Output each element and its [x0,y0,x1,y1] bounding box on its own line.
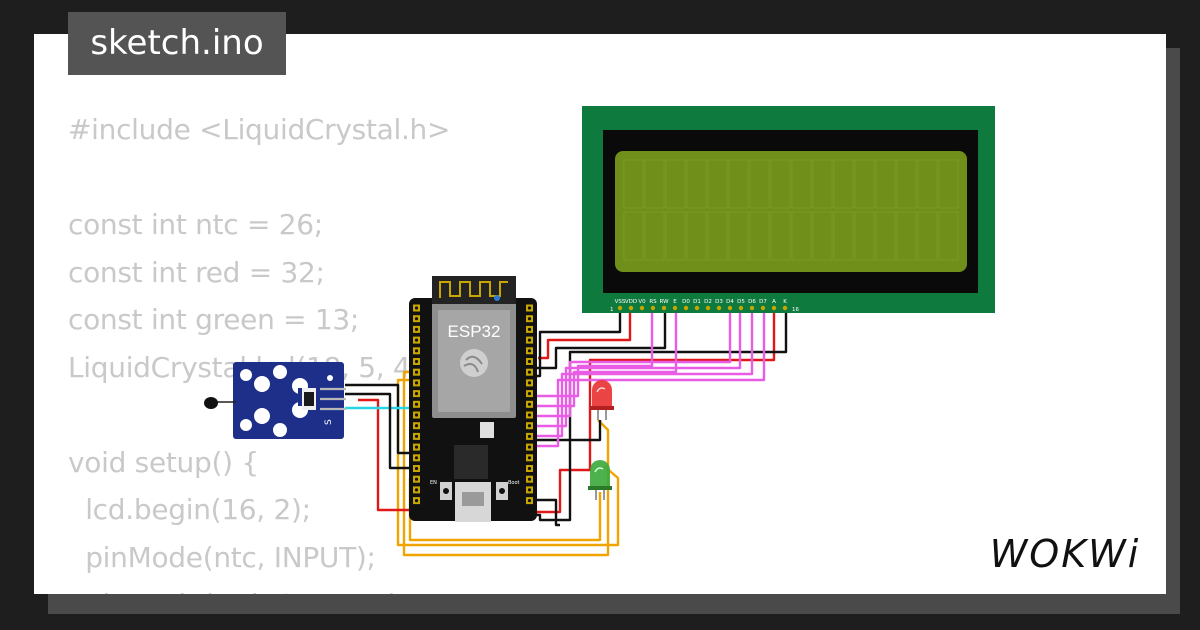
lcd-pin-label: K [783,299,787,305]
lcd-pin-label: D5 [737,299,745,305]
code-line: const int red = 32; [68,255,325,289]
lcd-pin-label: D1 [693,299,701,305]
ntc-pin-s: S [324,419,334,425]
wire-magenta-e [532,313,678,408]
wire-orange-2 [396,378,620,547]
wire-black-6 [532,420,602,442]
esp32-pin-headers [413,304,533,505]
code-line: const int ntc = 26; [68,208,323,241]
wire-magenta-d5 [532,313,742,428]
lcd-pin-label: VDD [625,299,637,305]
code-line: #include <LiquidCrystal.h> [68,113,451,146]
lcd-pin-label: D2 [704,299,712,305]
svg-text:WOKWi: WOKWi [990,532,1141,576]
lcd-pin-last: 16 [792,307,799,313]
wokwi-logo: WOKWi [990,532,1141,576]
en-button-label: EN [430,480,437,486]
lcd-pin-label: D7 [759,299,767,305]
lcd-pin-label: D3 [715,299,723,305]
lcd-pin-label: RW [659,299,669,305]
wires [345,313,788,557]
lcd-pin-label: E [673,299,677,305]
boot-button-label: Boot [508,480,520,486]
code-line: pinMode(red, OUTPUT); [68,581,500,594]
wire-red-2 [538,313,632,360]
green-led[interactable] [588,460,612,500]
code-line: void setup() { [68,445,259,479]
lcd-pin-label: A [772,299,776,305]
wire-orange-1 [402,370,610,557]
wire-magenta-d7 [532,313,766,448]
lcd-pin-first: 1 [610,307,614,313]
code-line: lcd.begin(16, 2); [68,493,311,526]
lcd-pin-label: D4 [726,299,734,305]
wire-black-7 [345,392,416,470]
wire-black-2 [532,313,622,378]
code-editor: #include <LiquidCrystal.h> const int ntc … [68,106,500,594]
lcd-pin-label: V0 [638,299,646,305]
wire-black-1 [345,383,416,455]
lcd-pin-label: D6 [748,299,756,305]
wire-magenta-d6 [532,313,754,438]
wire-red-1 [358,398,416,512]
wire-black-5 [532,498,560,527]
code-line: pinMode(ntc, INPUT); [68,540,376,574]
wire-magenta-rs [532,313,654,398]
wire-black-4 [532,313,788,522]
lcd-pin-label: VSS [615,299,626,305]
lcd-pin-label: D0 [682,299,690,305]
red-led[interactable] [590,380,614,420]
esp32-label: ESP32 [448,322,501,341]
lcd-pin-label: RS [649,299,657,305]
ntc-pin-minus: - [324,376,334,379]
lcd-character-grid [623,159,959,261]
code-line: const int green = 13; [68,303,360,336]
ntc-temperature-module[interactable]: - S [204,362,346,439]
esp32-board[interactable]: ESP32 Boot EN [409,276,537,522]
filename-tab[interactable]: sketch.ino [68,12,286,75]
wire-black-3 [532,313,667,370]
espressif-logo [460,349,488,377]
